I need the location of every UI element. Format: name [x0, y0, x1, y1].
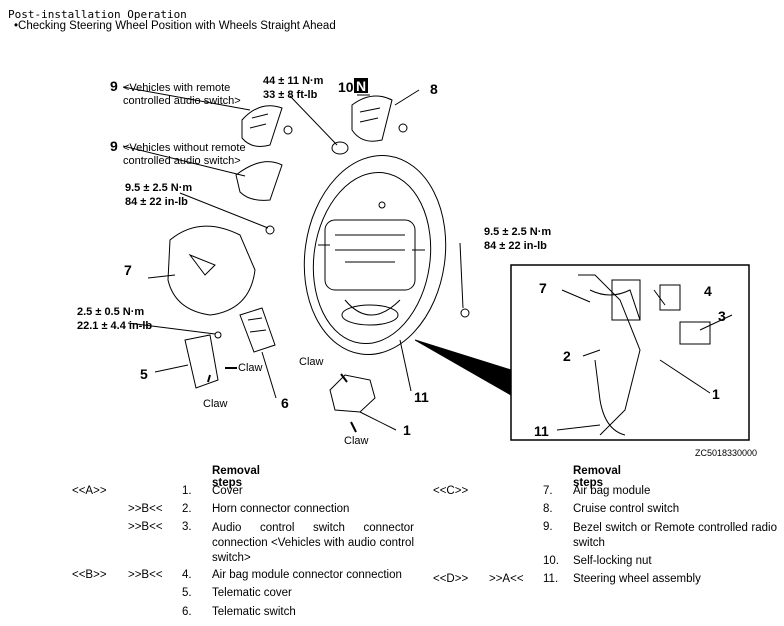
- claw-label-lower-left: Claw: [203, 398, 228, 410]
- callout-10-number: 10: [338, 79, 354, 95]
- step-5-number: 5.: [182, 587, 192, 599]
- torque-small-nm: 2.5 ± 0.5 N·m: [77, 306, 144, 318]
- step-4-marker-b: >>B<<: [128, 569, 163, 581]
- step-11-number: 11.: [543, 573, 559, 585]
- step-11-text: Steering wheel assembly: [573, 573, 701, 585]
- step-5-text: Telematic cover: [212, 587, 292, 599]
- step-7-text: Air bag module: [573, 485, 651, 497]
- inset-detail-frame: [510, 264, 750, 441]
- callout-9-bezel-number: 9: [110, 138, 118, 154]
- step-2-text: Horn connector connection: [212, 503, 350, 515]
- step-9-number: 9.: [543, 521, 553, 533]
- claw-label-upper-right: Claw: [299, 356, 324, 368]
- cover-part: [329, 374, 376, 413]
- callout-7-number: 7: [124, 262, 132, 278]
- air-bag-module: [167, 225, 256, 316]
- claw-label-lower-right: Claw: [344, 435, 369, 447]
- step-6-text: Telematic switch: [212, 606, 296, 618]
- step-2-marker-b: >>B<<: [128, 503, 163, 515]
- callout-9-remote-line1: <Vehicles with remote: [123, 82, 230, 94]
- step-7-marker-a: <<C>>: [433, 485, 469, 497]
- callout-8-number: 8: [430, 81, 438, 97]
- step-4-number: 4.: [182, 569, 192, 581]
- torque-bolt-left-nm: 9.5 ± 2.5 N·m: [125, 182, 192, 194]
- cruise-control-switch: [351, 95, 393, 142]
- steering-wheel-diagram: 9 <Vehicles with remote controlled audio…: [77, 75, 757, 458]
- torque-nut-nm: 44 ± 11 N·m: [263, 75, 324, 87]
- claw-label-upper-left: Claw: [238, 362, 263, 374]
- callout-9-remote-line2: controlled audio switch>: [123, 95, 241, 107]
- removal-steps-left-heading: Removal steps: [212, 465, 260, 489]
- torque-small-inlb: 22.1 ± 4.4 in-lb: [77, 320, 152, 332]
- remote-audio-switch: [241, 105, 283, 147]
- step-3-marker-b: >>B<<: [128, 521, 163, 533]
- callout-5-number: 5: [140, 366, 148, 382]
- step-11-marker-b: >>A<<: [489, 573, 524, 585]
- step-3-number: 3.: [182, 521, 192, 533]
- self-locking-nut: [331, 141, 349, 155]
- step-6-number: 6.: [182, 606, 192, 618]
- step-9-text: Bezel switch or Remote controlled radio …: [573, 522, 777, 549]
- step-7-number: 7.: [543, 485, 553, 497]
- step-10-text: Self-locking nut: [573, 555, 652, 567]
- step-4-marker-a: <<B>>: [72, 569, 107, 581]
- inset-callout-3: 3: [718, 308, 726, 324]
- inset-callout-4: 4: [704, 283, 712, 299]
- step-11-marker-a: <<D>>: [433, 573, 469, 585]
- n-badge-label: N: [356, 78, 366, 94]
- callout-11-number: 11: [414, 389, 429, 405]
- torque-nut-ftlb: 33 ± 8 ft-lb: [263, 89, 318, 101]
- n-badge-box: [354, 78, 368, 93]
- inset-callout-7: 7: [539, 280, 547, 296]
- callout-6-number: 6: [281, 395, 289, 411]
- step-8-number: 8.: [543, 503, 553, 515]
- steering-wheel-hub: [324, 219, 416, 291]
- inset-callout-1: 1: [712, 386, 720, 402]
- step-2-number: 2.: [182, 503, 192, 515]
- page-subtitle: •Checking Steering Wheel Position with W…: [14, 20, 336, 32]
- bezel-switch: [235, 161, 283, 201]
- steering-wheel-rim: [303, 154, 447, 356]
- step-1-marker-a: <<A>>: [72, 485, 107, 497]
- telematic-cover: [184, 334, 219, 389]
- torque-bolt-right-inlb: 84 ± 22 in-lb: [484, 240, 547, 252]
- torque-bolt-left-inlb: 84 ± 22 in-lb: [125, 196, 188, 208]
- page-title: Post-installation Operation: [8, 8, 187, 21]
- step-1-number: 1.: [182, 485, 192, 497]
- inset-callout-11: 11: [534, 423, 549, 439]
- callout-9-remote-number: 9: [110, 78, 118, 94]
- figure-code: ZC5018330000: [695, 448, 757, 458]
- telematic-switch: [239, 307, 276, 353]
- callout-9-bezel-line2: controlled audio switch>: [123, 155, 241, 167]
- callout-1-number: 1: [403, 422, 411, 438]
- step-3-text: Audio control switch connector connectio…: [212, 522, 414, 564]
- removal-steps-right-heading: Removal steps: [573, 465, 621, 489]
- step-4-text: Air bag module connector connection: [212, 569, 402, 581]
- step-10-number: 10.: [543, 555, 559, 567]
- inset-callout-2: 2: [563, 348, 571, 364]
- torque-bolt-right-nm: 9.5 ± 2.5 N·m: [484, 226, 551, 238]
- step-8-text: Cruise control switch: [573, 503, 680, 515]
- step-1-text: Cover: [212, 485, 243, 497]
- callout-9-bezel-line1: <Vehicles without remote: [123, 142, 246, 154]
